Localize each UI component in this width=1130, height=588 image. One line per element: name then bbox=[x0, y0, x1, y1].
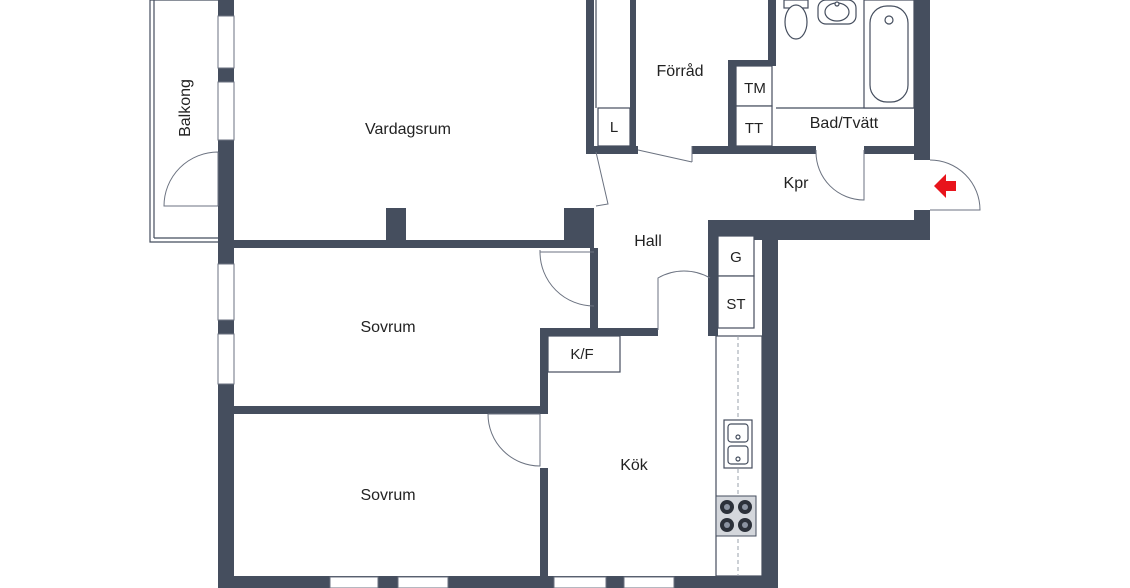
bathroom-fixtures bbox=[783, 0, 915, 109]
arrow-left-icon bbox=[934, 174, 956, 198]
outer-walls bbox=[218, 0, 930, 588]
fixtures bbox=[547, 0, 914, 373]
room-label-sovrum-2: Sovrum bbox=[360, 487, 415, 504]
bathtub-icon bbox=[863, 0, 915, 109]
room-label-bad-tvatt: Bad/Tvätt bbox=[810, 115, 879, 132]
room-label-forrad: Förråd bbox=[656, 62, 703, 80]
windows-left bbox=[217, 15, 235, 385]
room-label-balkong: Balkong bbox=[177, 79, 194, 137]
room-label-kpr: Kpr bbox=[784, 175, 810, 192]
kitchen-sink-icon bbox=[723, 419, 753, 469]
fixture-label-kf: K/F bbox=[570, 346, 593, 363]
toilet-icon bbox=[783, 0, 809, 40]
sink-icon bbox=[817, 0, 857, 25]
kitchen-counter bbox=[715, 335, 763, 577]
room-label-hall: Hall bbox=[634, 233, 662, 250]
room-label-vardagsrum: Vardagsrum bbox=[365, 121, 451, 138]
fixture-label-st: ST bbox=[726, 296, 745, 313]
fixture-label-tt: TT bbox=[745, 120, 763, 137]
doors bbox=[163, 146, 981, 467]
interior-walls bbox=[232, 0, 916, 578]
room-label-kok: Kök bbox=[620, 457, 649, 474]
windows-bottom bbox=[329, 576, 675, 588]
fixture-label-l: L bbox=[610, 119, 618, 136]
balcony bbox=[149, 0, 218, 243]
fixture-label-g: G bbox=[730, 249, 742, 266]
fixture-label-tm: TM bbox=[744, 80, 766, 97]
stove-icon bbox=[715, 495, 757, 537]
room-label-sovrum-1: Sovrum bbox=[360, 319, 415, 336]
